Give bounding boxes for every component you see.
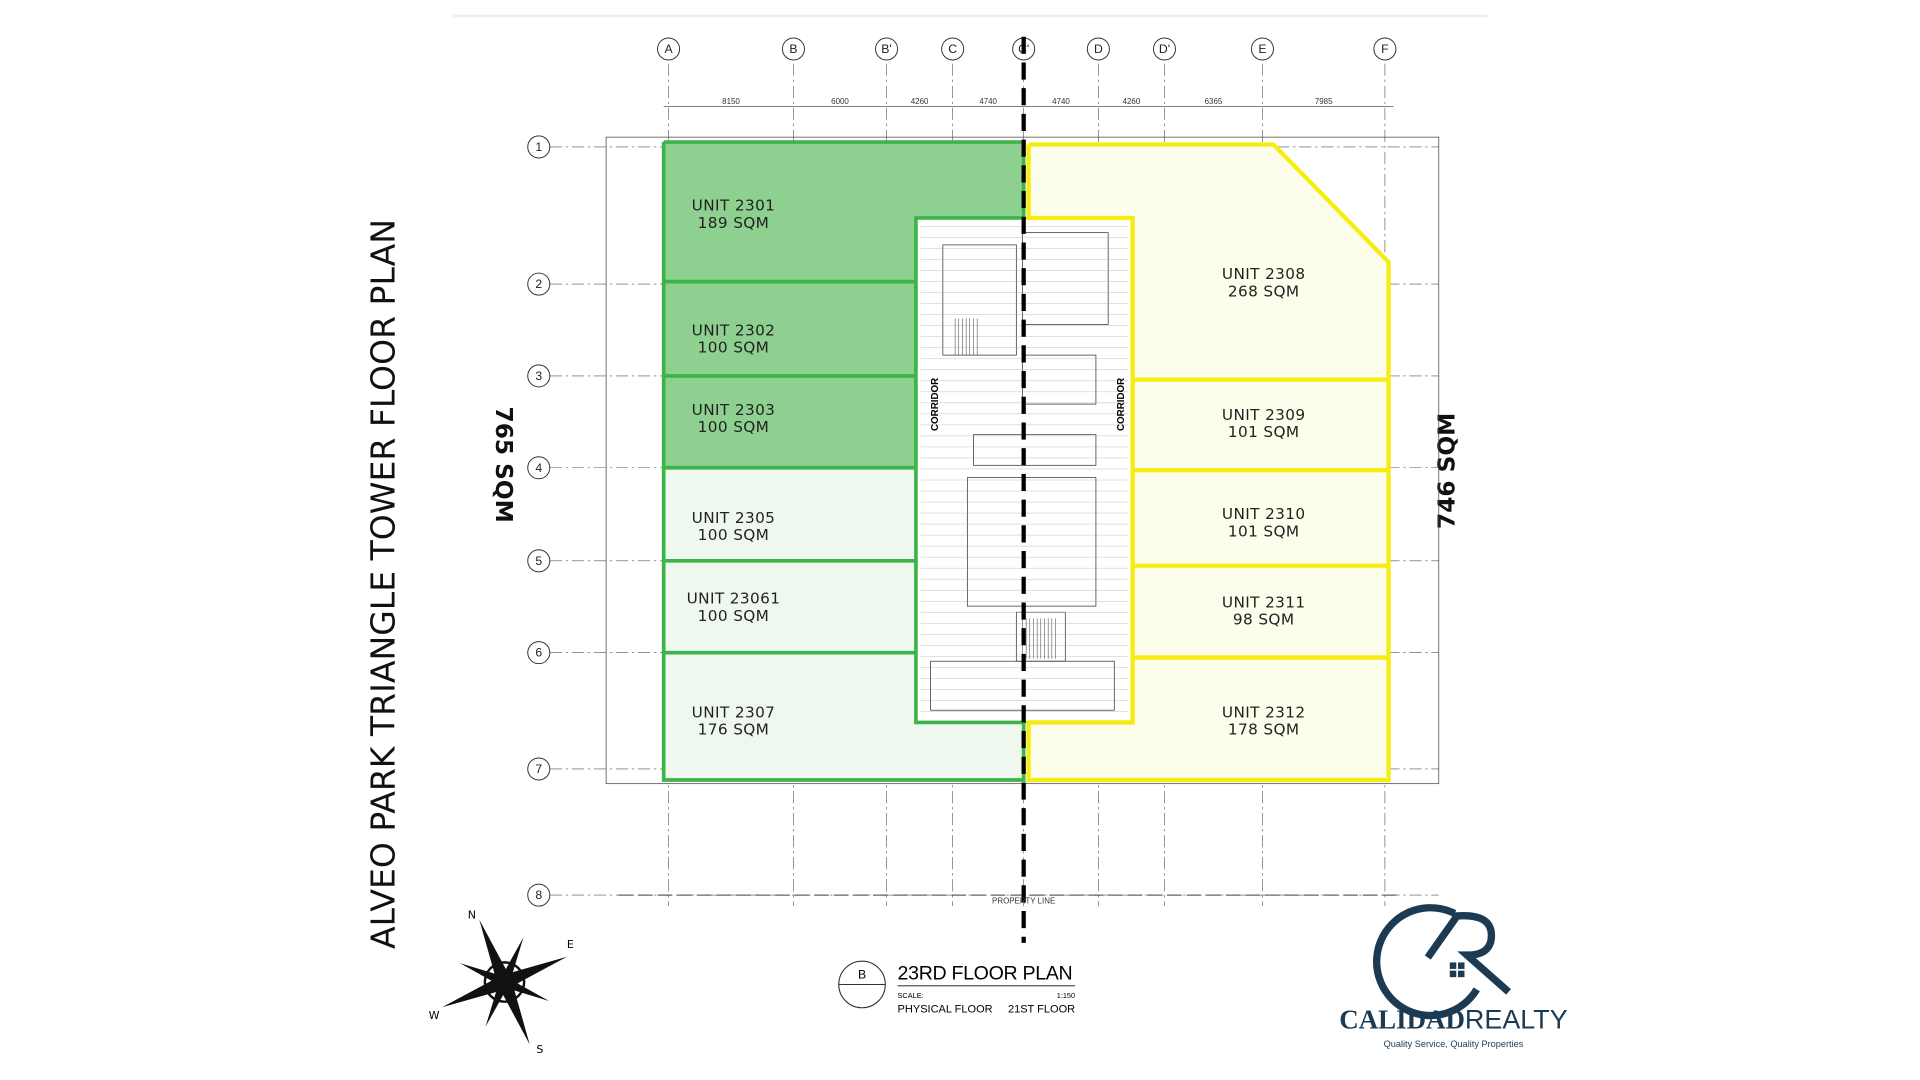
unit-label: UNIT 2301 [692,197,776,215]
svg-text:CALIDADREALTY: CALIDADREALTY [1339,1005,1567,1035]
unit-zones [663,142,1389,780]
grid-column-label: C [948,42,957,56]
unit-area: 100 SQM [698,607,770,625]
column-dimension: 4740 [979,97,997,106]
grid-column-label: D [1094,42,1103,56]
grid-column-label: B' [881,42,892,56]
grid-column-bubble [941,37,965,61]
unit-area: 101 SQM [1228,423,1300,441]
compass-n: N [468,908,476,921]
compass-rose-icon: N E S W [429,908,574,1056]
column-dimension: 4260 [1123,97,1141,106]
property-line-label: PROPERTY LINE [992,897,1055,906]
grid-column-label: D' [1159,42,1170,56]
grid-row-bubble [527,364,551,388]
compass-s: S [536,1043,543,1056]
right-zone-border [1026,142,1391,783]
grid-row-label: 2 [535,277,542,291]
column-dimension: 4740 [1052,97,1070,106]
unit-label: UNIT 2312 [1222,704,1306,722]
column-dimension: 8150 [722,97,740,106]
grid-column-label: A [664,42,673,56]
grid-row-label: 8 [535,888,542,902]
corridor-right-label: CORRIDOR [1116,378,1127,431]
unit-label: UNIT 2309 [1222,406,1306,424]
right-total-area: 746 SQM [1434,413,1461,529]
grid-row-label: 7 [535,762,542,776]
logo-tagline: Quality Service, Quality Properties [1384,1039,1524,1049]
scale-value: 1:150 [1057,991,1075,1000]
grid-column-bubble [1373,37,1397,61]
grid-row-label: 3 [535,369,542,383]
grid-row-bubble [527,883,551,907]
grid-row-label: 1 [535,140,542,154]
unit-label: UNIT 2305 [692,509,776,527]
grid-row-bubble [527,641,551,665]
unit-area: 189 SQM [698,214,770,232]
column-dimension: 6000 [831,97,849,106]
compass-e: E [567,938,574,951]
unit-label: UNIT 2303 [692,401,776,419]
unit-area: 268 SQM [1228,282,1300,300]
grid-row-bubble [527,272,551,296]
calidad-realty-logo: CALIDADREALTY Quality Service, Quality P… [1339,904,1568,1049]
physical-floor-value: 21ST FLOOR [1008,1004,1075,1016]
grid-column-label: F [1381,42,1388,56]
unit-area: 101 SQM [1228,522,1300,540]
grid-row-label: 6 [535,646,542,660]
scale-label: SCALE: [898,991,924,1000]
left-total-area: 765 SQM [490,407,517,523]
grid-row-bubble [527,456,551,480]
plan-title: 23RD FLOOR PLAN [898,963,1073,985]
grid-column-bubble [875,37,899,61]
grid-row-label: 5 [535,554,542,568]
unit-area: 100 SQM [698,339,770,357]
grid-column-bubble [1152,37,1177,61]
title-block: B 23RD FLOOR PLAN SCALE: 1:150 PHYSICAL … [838,960,1075,1016]
column-dimension: 6365 [1205,97,1223,106]
grid-row-label: 4 [535,461,542,475]
unit-label: UNIT 23061 [687,590,781,608]
column-dimension: 4260 [911,97,929,106]
unit-label: UNIT 2308 [1222,265,1306,283]
unit-area: 100 SQM [698,526,770,544]
service-core [915,217,1134,723]
column-dimension: 7985 [1315,97,1333,106]
grid-column-bubble [657,37,681,61]
physical-floor-label: PHYSICAL FLOOR [898,1004,993,1016]
unit-area: 100 SQM [698,418,770,436]
logo-brand-light: REALTY [1465,1005,1568,1035]
corridor-left-label: CORRIDOR [930,378,941,431]
unit-label: UNIT 2310 [1222,505,1306,523]
grid-row-bubble [527,135,551,159]
unit-area: 178 SQM [1228,721,1300,739]
unit-label: UNIT 2307 [692,704,776,722]
title-block-marker: B [858,967,866,981]
grid-row-bubble [527,549,551,573]
grid-column-bubble [781,37,805,61]
grid-column-label: E [1258,42,1266,56]
unit-area: 98 SQM [1233,610,1294,628]
grid-row-bubble [527,757,551,781]
logo-brand-bold: CALIDAD [1339,1005,1465,1035]
unit-label: UNIT 2311 [1222,593,1306,611]
unit-area: 176 SQM [698,721,770,739]
unit-label: UNIT 2302 [692,322,776,340]
grid-column-bubble [1250,37,1274,61]
compass-w: W [429,1009,440,1022]
plan-title-vertical: ALVEO PARK TRIANGLE TOWER FLOOR PLAN [363,219,402,949]
grid-column-bubble [1086,37,1110,61]
grid-column-label: B [789,42,797,56]
